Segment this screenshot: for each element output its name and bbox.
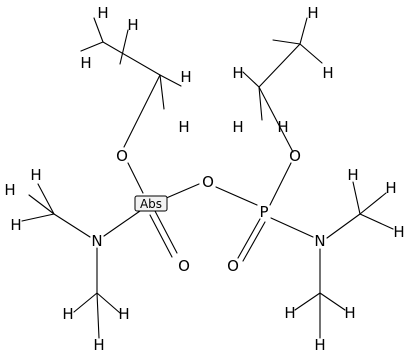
- atom-p-right: P: [259, 203, 268, 221]
- atom-h: H: [180, 68, 191, 86]
- atom-h: H: [118, 305, 129, 323]
- atom-o-ether-left: O: [116, 147, 128, 165]
- atom-h: H: [232, 118, 243, 136]
- atom-h: H: [385, 179, 396, 197]
- atom-n-right: N: [314, 232, 325, 250]
- abs-flag-box: [134, 195, 168, 212]
- atom-h: H: [30, 166, 41, 184]
- atom-h: H: [232, 64, 243, 82]
- atom-o-ether-right: O: [289, 147, 301, 165]
- atom-h: H: [314, 336, 325, 354]
- atom-h: H: [93, 336, 104, 354]
- atom-o-double-right: O: [227, 257, 239, 275]
- atom-o-bridge: O: [202, 173, 214, 191]
- atom-h: H: [62, 305, 73, 323]
- atom-h: H: [277, 118, 288, 136]
- atom-h: H: [4, 181, 15, 199]
- atom-h: H: [178, 118, 189, 136]
- atom-h: H: [322, 64, 333, 82]
- atom-h: H: [80, 54, 91, 72]
- atom-h: H: [344, 304, 355, 322]
- atom-n-left: N: [91, 232, 102, 250]
- atom-h: H: [393, 223, 404, 241]
- atom-h: H: [284, 304, 295, 322]
- atom-h: H: [347, 166, 358, 184]
- abs-stereo-flag: Abs: [140, 197, 162, 211]
- atom-h: H: [10, 216, 21, 234]
- atom-h: H: [307, 4, 318, 22]
- atom-o-double-left: O: [178, 257, 190, 275]
- atom-h: H: [127, 16, 138, 34]
- atom-h: H: [97, 4, 108, 22]
